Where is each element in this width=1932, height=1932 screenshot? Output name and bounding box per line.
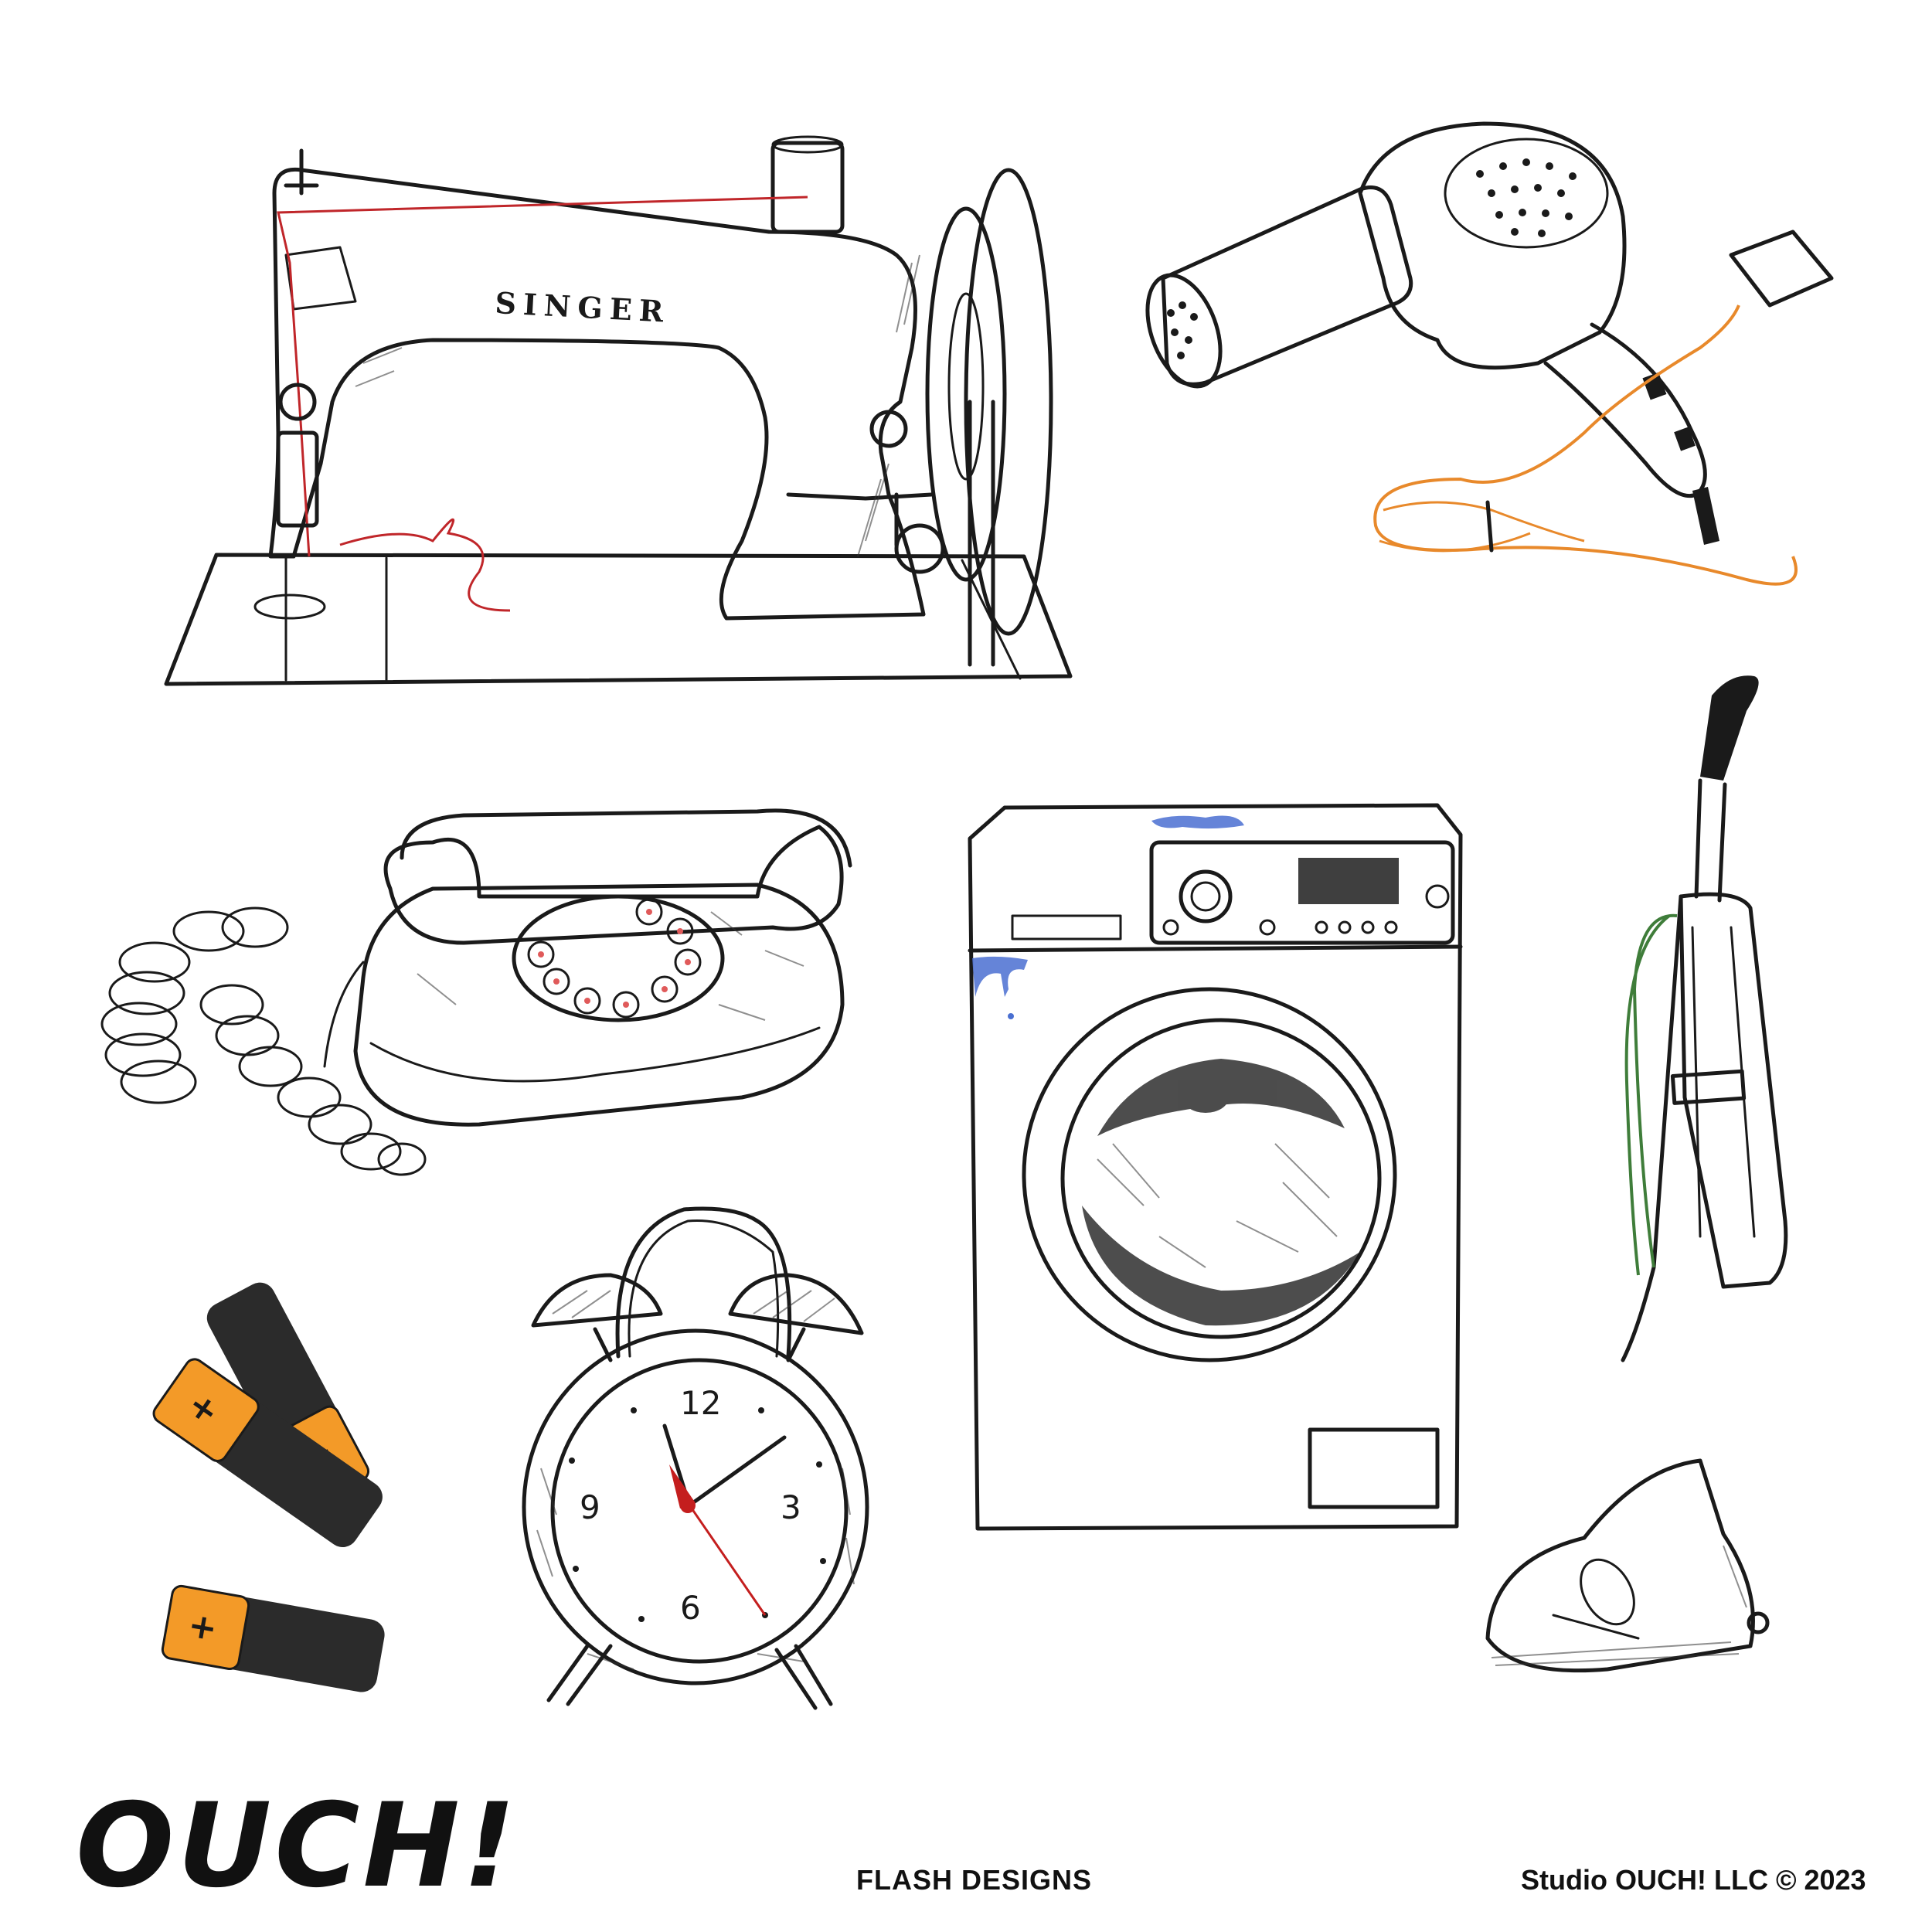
flash-designs-label: FLASH DESIGNS [856, 1864, 1093, 1896]
washing-machine-illustration [968, 803, 1463, 1531]
alarm-clock-illustration: 12 3 6 9 [522, 1206, 869, 1710]
ouch-logo: OUCH! [76, 1779, 519, 1913]
clock-numeral-9: 9 [580, 1488, 600, 1526]
clock-numeral-12: 12 [680, 1384, 721, 1422]
batteries-illustration: + + + [152, 1282, 385, 1692]
singer-brand-text: SINGER [495, 285, 672, 329]
clock-numeral-3: 3 [781, 1488, 801, 1526]
rotary-telephone-illustration [100, 808, 852, 1176]
sewing-machine-illustration: SINGER [164, 135, 1073, 686]
battery-plus-sign: + [180, 1611, 224, 1645]
hair-dryer-illustration [1145, 121, 1834, 586]
clock-numeral-6: 6 [680, 1589, 701, 1627]
upright-vacuum-illustration [1485, 675, 1788, 1673]
studio-credit: Studio OUCH! LLC © 2023 [1521, 1864, 1866, 1896]
